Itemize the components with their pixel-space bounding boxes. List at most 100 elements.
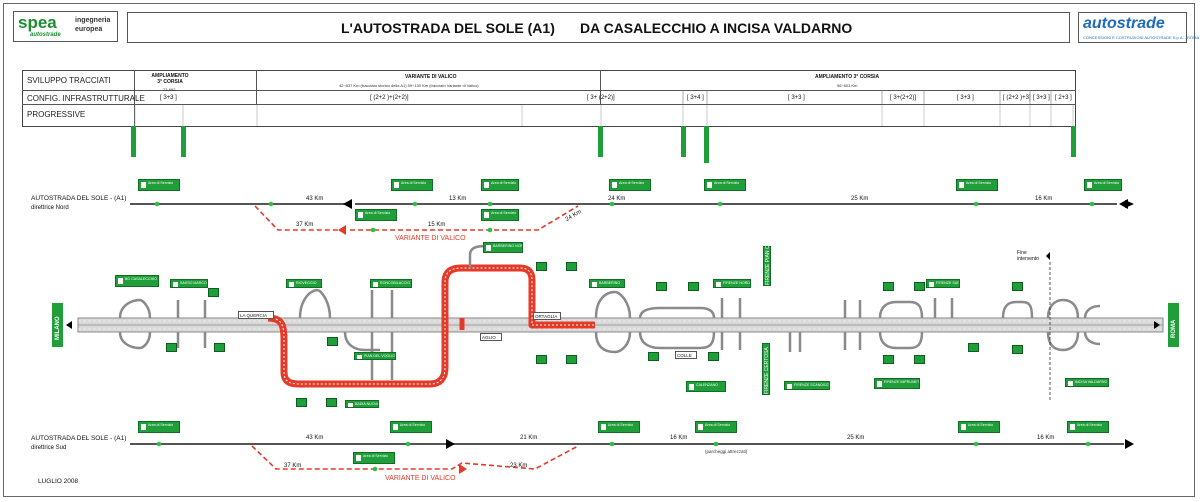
viaduct-icon [914,355,925,364]
place-ortaglia: ORTAGLIA [533,312,561,320]
exit-sign-firenze-certosa: FIRENZE CERTOSA [762,343,770,395]
exit-sign-barberino-nord: BARBERINO NORD [483,242,523,253]
service-sign: Area di Servizio [958,421,1000,433]
section-2-sub: 42÷837 Km (tracciato storico della A1) 5… [339,83,479,88]
service-sign: Area di Servizio [1067,421,1109,433]
north-valico-dist-1: 37 Km [296,222,314,228]
north-label: AUTOSTRADA DEL SOLE - (A1) [31,195,127,202]
exit-sign-firenze-pian: FIRENZE PIAN CD [763,241,771,286]
north-stations [154,201,1095,233]
section-3-sub: 56÷803 Km [837,83,858,88]
service-sign: Area di Servizio [355,209,397,221]
service-sign: Area di Servizio [598,421,640,433]
config-8: [ (2+2 )+3] [1003,95,1031,101]
autostrade-logo: autostrade [1083,15,1165,32]
config-5: [ 3+3 ] [788,95,805,101]
viaduct-icon [208,288,219,297]
south-valico [251,445,579,470]
service-sign: Area di Servizio [1084,179,1122,191]
roma-label: ROMA [1171,319,1177,338]
service-sign: Area di Servizio [481,179,519,191]
south-dist-1: 43 Km [306,435,324,441]
south-arrow-right [1125,439,1134,449]
south-label: AUTOSTRADA DEL SOLE - (A1) [31,435,127,442]
north-valico [254,205,579,231]
config-7: [ 3+3 ] [957,95,974,101]
config-2: [ (2+2 )+(2+2)] [370,95,409,101]
viaduct-icon [566,355,577,364]
progressive-markers [131,126,1076,163]
south-valico-label: VARIANTE DI VALICO [385,475,456,482]
viaduct-icon [166,343,177,352]
viaduct-icon [536,262,547,271]
config-1: [ 3+3 ] [160,95,177,101]
service-sign: Area di Servizio [956,179,998,191]
service-sign: Area di Servizio [138,179,180,191]
title-left: L'AUTOSTRADA DEL SOLE (A1) [341,20,555,36]
viaduct-icon [914,282,925,291]
interchanges [118,244,1101,380]
south-arrow-left [446,439,455,449]
south-dist-2: 21 Km [520,435,538,441]
viaduct-icon [883,282,894,291]
progressive-ticks [134,105,1074,126]
footer-date: LUGLIO 2008 [38,478,79,485]
viaduct-icon [708,352,719,361]
title-right: DA CASALECCHIO A INCISA VALDARNO [580,20,853,36]
viaduct-icon [536,355,547,364]
exit-sign-incisa: INCISA VALDARNO [1065,378,1109,387]
place-colle: COLLE [675,351,697,359]
config-4: [ 3+4 ] [687,95,704,101]
viaduct-icon [327,337,338,346]
exit-sign-firenze-scandicci: FIRENZE SCANDICCI [784,381,830,390]
place-la-quercia: LA QUERCIA [238,311,274,319]
exit-sign-firenze-impruneta: FIRENZE IMPRUNETA [874,378,920,389]
south-dist-4: 25 Km [847,435,865,441]
service-sign: Area di Servizio [390,421,432,433]
north-dist-2: 13 Km [449,196,467,202]
service-sign: Area di Servizio [391,179,433,191]
viaduct-icon [326,398,337,407]
south-stations [156,441,1091,472]
viaduct-icon [968,343,979,352]
south-dist-5: 16 Km [1037,435,1055,441]
config-dividers [682,90,1052,104]
exit-sign-rioveggio: RIOVEGGIO [286,279,322,288]
north-arrow-left [343,199,352,209]
exit-sign-casalecchio: BO CASALECCHIO [115,275,159,287]
viaduct-icon [1012,282,1023,291]
north-direction: direttrice Nord [31,205,69,211]
exit-sign-badia-nuova: BADIA NUOVA [345,400,379,408]
service-sign: Area di Servizio [138,421,180,433]
config-10: [ 2+3 ] [1055,95,1072,101]
viaduct-icon [883,355,894,364]
service-sign: Area di Servizio [481,209,519,221]
milano-label: MILANO [55,316,61,340]
viaduct-icon [1012,345,1023,354]
config-3: [ 3+ (2+2)] [587,95,615,101]
service-sign: Area di Servizio [704,179,746,191]
logo-caption-2: europea [75,26,103,33]
logo-box: spea autostrade ingegneria europea [13,11,118,42]
title-box: L'AUTOSTRADA DEL SOLE (A1) DA CASALECCHI… [127,12,1070,43]
north-dist-4: 25 Km [851,196,869,202]
north-dist-1: 43 Km [306,196,324,202]
exit-sign-firenze-nord: FIRENZE NORD [713,279,751,288]
main-highway [77,317,1164,333]
brand-caption: CONCESSIONI E COSTRUZIONI AUTOSTRADE S.p… [1083,35,1200,40]
viaduct-icon [566,262,577,271]
viaduct-icon [688,282,699,291]
config-9: [ 3+3 ] [1033,95,1050,101]
viaduct-icon [648,352,659,361]
south-dist-3: 16 Km [670,435,688,441]
row-label-progressive: PROGRESSIVE [27,110,86,119]
section-2-title: VARIANTE DI VALICO [405,74,457,80]
exit-sign-firenze-sud: FIRENZE SUD [926,279,960,288]
row-label-config: CONFIG. INFRASTRUTTURALE [27,94,145,103]
viaduct-icon [656,282,667,291]
exit-sign-pian-del-voglio: PIAN DEL VOGLIO [354,352,396,360]
north-valico-dist-2: 15 Km [428,222,446,228]
service-sign: Area di Servizio [609,179,651,191]
row-label-sviluppo: SVILUPPO TRACCIATI [27,76,111,85]
